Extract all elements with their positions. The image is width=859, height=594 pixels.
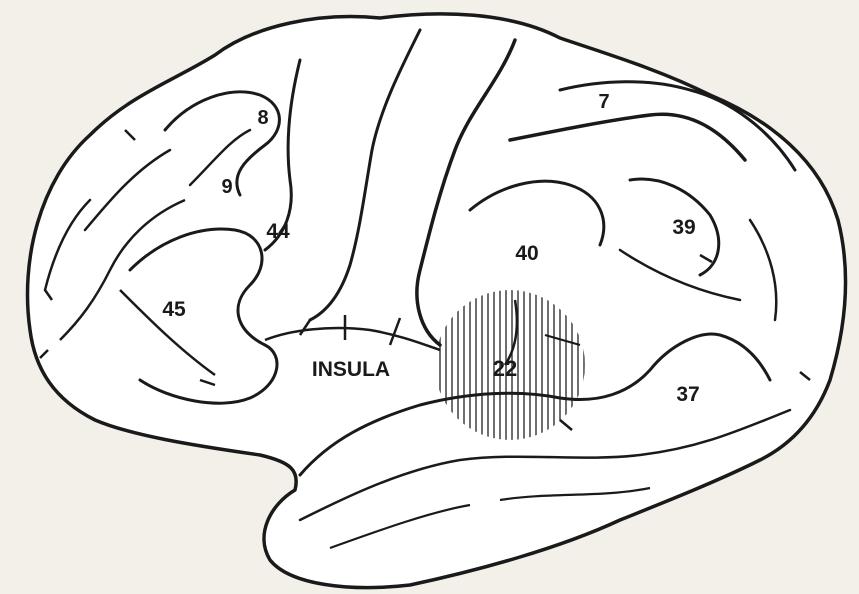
label-area-39: 39 bbox=[672, 216, 695, 239]
brain-outline bbox=[28, 14, 846, 588]
label-area-22: 22 bbox=[493, 356, 517, 381]
label-area-44: 44 bbox=[266, 220, 290, 243]
label-area-37: 37 bbox=[676, 383, 699, 406]
label-area-40: 40 bbox=[515, 242, 538, 265]
label-area-45: 45 bbox=[162, 298, 186, 321]
label-insula: INSULA bbox=[312, 358, 390, 381]
label-area-7: 7 bbox=[598, 91, 609, 113]
label-area-8: 8 bbox=[257, 107, 268, 129]
label-area-9: 9 bbox=[221, 176, 232, 198]
